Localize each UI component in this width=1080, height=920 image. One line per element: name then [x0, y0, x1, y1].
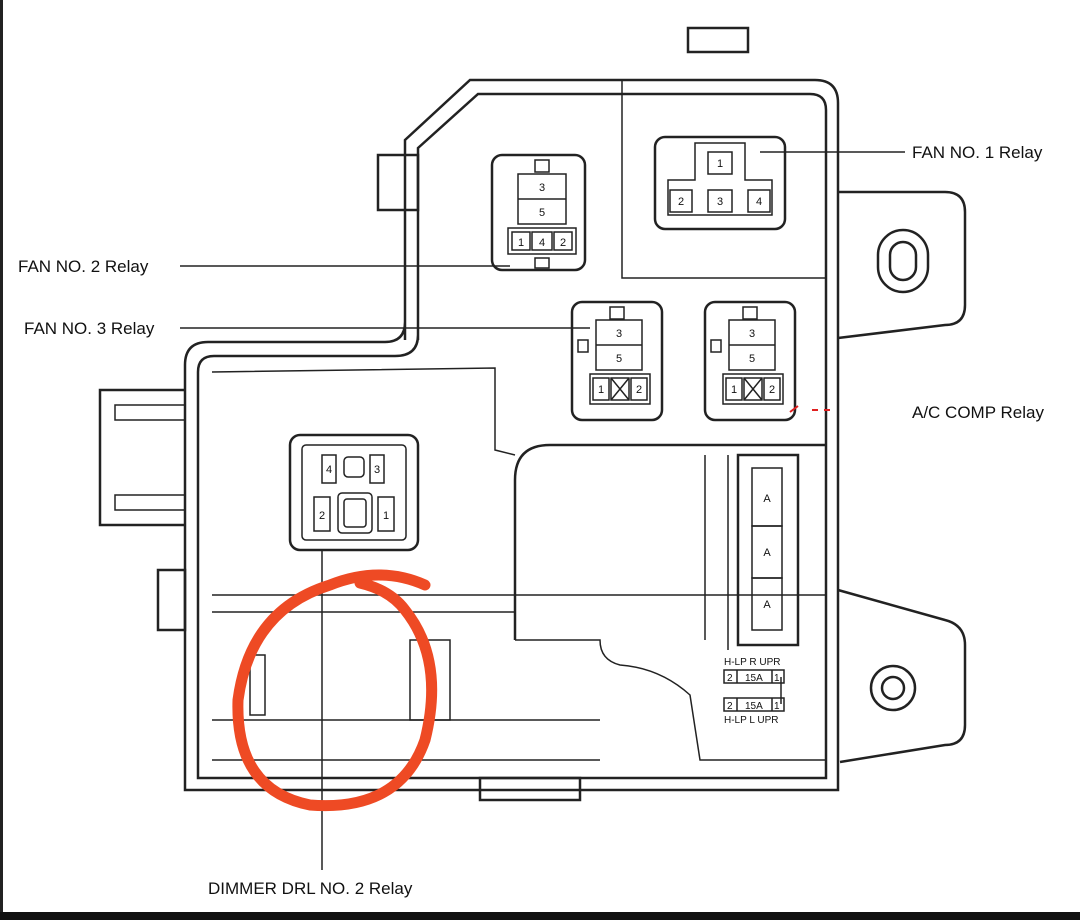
svg-text:A: A — [763, 599, 771, 611]
pin-label: 1 — [717, 158, 723, 170]
frame-border-left — [0, 0, 3, 920]
pin-label: 3 — [539, 182, 545, 194]
pin-label: 2 — [319, 510, 325, 522]
pin-label: 2 — [636, 384, 642, 396]
lower-bracket — [837, 588, 967, 764]
fan1-relay-label: FAN NO. 1 Relay — [912, 143, 1043, 162]
inner-outline — [196, 92, 828, 780]
pin-label: 3 — [374, 464, 380, 476]
fan2-relay[interactable]: 3 5 1 4 2 — [490, 153, 587, 272]
pin-label: 4 — [326, 464, 332, 476]
fan3-relay-label: FAN NO. 3 Relay — [24, 319, 155, 338]
svg-text:1: 1 — [774, 701, 780, 712]
pin-label: 4 — [539, 237, 545, 249]
pin-label: 3 — [616, 328, 622, 340]
pin-label: 1 — [598, 384, 604, 396]
mount-hole-lower — [869, 664, 917, 712]
pin-label: 1 — [731, 384, 737, 396]
frame-border-bottom — [0, 912, 1080, 920]
svg-text:15A: 15A — [745, 673, 763, 684]
svg-text:15A: 15A — [745, 701, 763, 712]
highlight-circle — [232, 569, 438, 812]
fuse-block: A A A — [736, 453, 800, 647]
mount-hole-upper — [876, 228, 930, 294]
pin-label: 3 — [717, 196, 723, 208]
pin-label: 2 — [560, 237, 566, 249]
fuse-a — [751, 577, 783, 631]
fan3-relay[interactable]: 3 5 1 2 — [570, 300, 664, 422]
pin-label: 5 — [539, 207, 545, 219]
pin-label: 5 — [749, 353, 755, 365]
pin-label: 2 — [678, 196, 684, 208]
housing — [98, 26, 967, 802]
svg-text:1: 1 — [774, 673, 780, 684]
outer-outline — [183, 78, 840, 792]
right-bracket — [837, 190, 967, 340]
pin-label: 1 — [383, 510, 389, 522]
ac-comp-relay[interactable]: 3 5 1 2 — [703, 300, 797, 422]
hlp-l-label: H-LP L UPR — [724, 715, 778, 726]
leader-lines — [180, 151, 905, 870]
hlp-r-label: H-LP R UPR — [724, 657, 781, 668]
svg-text:A: A — [763, 493, 771, 505]
pin-label: 3 — [749, 328, 755, 340]
fan1-relay[interactable]: 1 2 3 4 — [653, 135, 787, 231]
hlp-fuses: H-LP R UPR 2 15A 1 2 15A 1 H-LP L UPR — [723, 657, 785, 726]
pin-label: 1 — [518, 237, 524, 249]
svg-text:A: A — [763, 547, 771, 559]
top-tab — [686, 26, 750, 54]
fuse-area-wall — [513, 443, 826, 640]
left-clip-top — [376, 153, 420, 212]
ac-comp-relay-label: A/C COMP Relay — [912, 403, 1044, 422]
pin-label: 5 — [616, 353, 622, 365]
fan2-relay-label: FAN NO. 2 Relay — [18, 257, 149, 276]
dimmer-relay-label: DIMMER DRL NO. 2 Relay — [208, 879, 413, 898]
pin-label: 4 — [756, 196, 762, 208]
dimmer-drl-relay[interactable]: 4 3 2 1 — [288, 433, 420, 552]
pin-label: 2 — [769, 384, 775, 396]
svg-text:2: 2 — [727, 673, 733, 684]
left-tab — [98, 388, 185, 527]
svg-text:2: 2 — [727, 701, 733, 712]
